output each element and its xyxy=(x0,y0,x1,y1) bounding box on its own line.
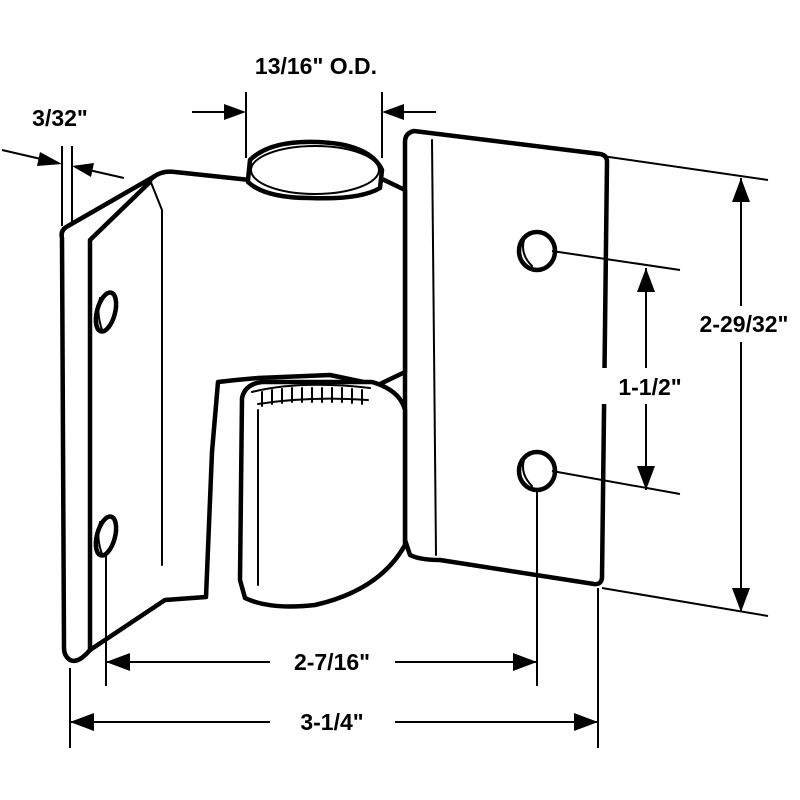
label-height: 2-29/32" xyxy=(700,311,789,337)
dim-overall-width: 3-1/4" xyxy=(69,588,599,748)
label-overall-width: 3-1/4" xyxy=(300,709,363,735)
label-hole-spacing: 1-1/2" xyxy=(618,374,681,400)
right-leaf xyxy=(402,128,610,587)
lower-knuckle xyxy=(237,379,408,609)
hole-left-lower xyxy=(93,514,119,558)
label-hole-to-edge: 2-7/16" xyxy=(294,649,370,675)
upper-knuckle xyxy=(245,139,385,201)
dim-thickness: 3/32" xyxy=(1,105,125,226)
label-outer-diameter: 13/16" O.D. xyxy=(255,53,377,79)
label-thickness: 3/32" xyxy=(32,105,88,131)
dim-hole-spacing: 1-1/2" xyxy=(551,250,696,495)
hole-left-upper xyxy=(93,290,119,334)
dim-hole-to-edge: 2-7/16" xyxy=(105,490,538,686)
hinge-part xyxy=(59,128,610,664)
dim-outer-diameter: 13/16" O.D. xyxy=(192,53,436,158)
dim-height: 2-29/32" xyxy=(601,155,800,617)
dimension-lines: 13/16" O.D. 3/32" 2-29/32" xyxy=(1,53,800,748)
